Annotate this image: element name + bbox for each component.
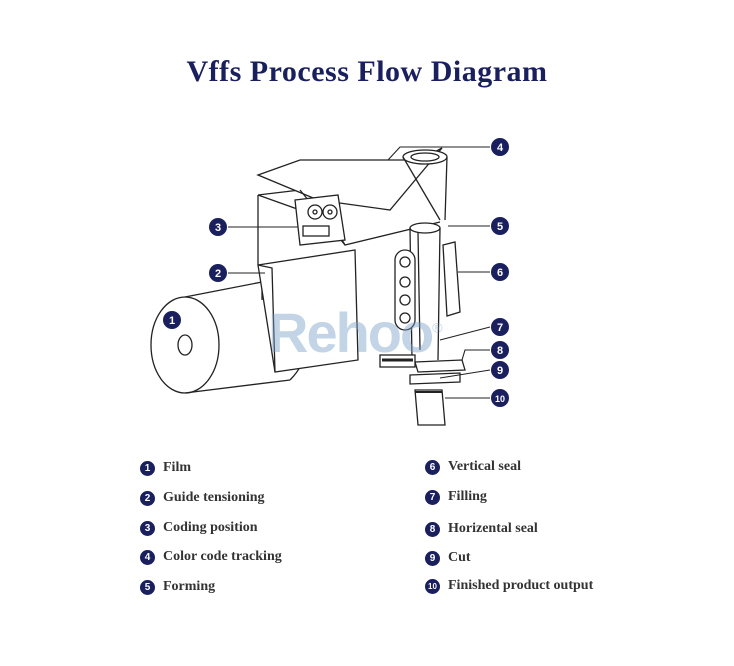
legend-label: Cut (448, 550, 471, 565)
watermark-text: Rehoo (268, 301, 434, 364)
finished-bag (414, 389, 446, 426)
number-badge: 4 (140, 549, 155, 565)
callout-badge-1 (163, 311, 181, 329)
registered-mark: ® (432, 319, 442, 336)
legend-item: 5 Forming (140, 577, 215, 597)
watermark-logo: Rehoo® (268, 300, 443, 365)
legend-item: 6 Vertical seal (425, 457, 521, 477)
callout-number: 2 (215, 268, 221, 280)
number-badge: 1 (140, 460, 155, 476)
legend-item: 7 Filling (425, 487, 487, 507)
legend-label: Horizental seal (448, 521, 538, 536)
number-badge: 8 (425, 521, 440, 537)
number-badge: 10 (425, 578, 440, 594)
number-badge: 7 (425, 489, 440, 505)
callout-badge-9 (491, 361, 509, 379)
legend-label: Coding position (163, 520, 258, 535)
diagram-title: Vffs Process Flow Diagram (186, 55, 548, 88)
legend-item: 3 Coding position (140, 518, 258, 538)
number-badge: 2 (140, 490, 155, 506)
number-badge: 3 (140, 520, 155, 536)
callout-badge-10 (491, 389, 509, 407)
legend-label: Forming (163, 579, 216, 594)
callout-number: 8 (497, 345, 503, 357)
callout-number: 10 (495, 394, 505, 404)
legend-label: Finished product output (448, 578, 594, 593)
horizontal-seal (379, 354, 466, 385)
legend-item: 1 Film (140, 458, 191, 478)
legend-item: 4 Color code tracking (140, 547, 282, 567)
callout-leaders (228, 146, 491, 399)
callout-badge-2 (209, 264, 227, 282)
callout-badge-8 (491, 341, 509, 359)
coding-unit (294, 194, 346, 246)
legend-label: Film (163, 460, 191, 475)
callout-number: 1 (169, 315, 175, 327)
callout-badges (163, 138, 509, 407)
number-badge: 6 (425, 459, 440, 475)
legend-label: Color code tracking (163, 549, 282, 564)
filling-funnel (402, 149, 448, 221)
legend-item: 8 Horizental seal (425, 519, 538, 539)
callout-number: 6 (497, 267, 503, 279)
legend-label: Guide tensioning (163, 490, 265, 505)
callout-number: 7 (497, 322, 503, 334)
legend-label: Filling (448, 489, 487, 504)
callout-badge-6 (491, 263, 509, 281)
number-badge: 9 (425, 550, 440, 566)
legend-label: Vertical seal (448, 459, 521, 474)
legend-item: 9 Cut (425, 548, 471, 568)
legend-item: 10 Finished product output (425, 576, 593, 596)
callout-badge-7 (491, 318, 509, 336)
callout-badge-4 (491, 138, 509, 156)
callout-badge-5 (491, 217, 509, 235)
callout-badge-3 (209, 218, 227, 236)
guide-plate (257, 189, 359, 373)
forming-tube (409, 222, 441, 361)
number-badge: 5 (140, 579, 155, 595)
callout-number: 4 (497, 142, 504, 154)
callout-number: 9 (497, 365, 503, 377)
legend-item: 2 Guide tensioning (140, 488, 265, 508)
callout-number: 5 (497, 221, 503, 233)
callout-number: 3 (215, 222, 221, 234)
vertical-seal (394, 241, 461, 331)
